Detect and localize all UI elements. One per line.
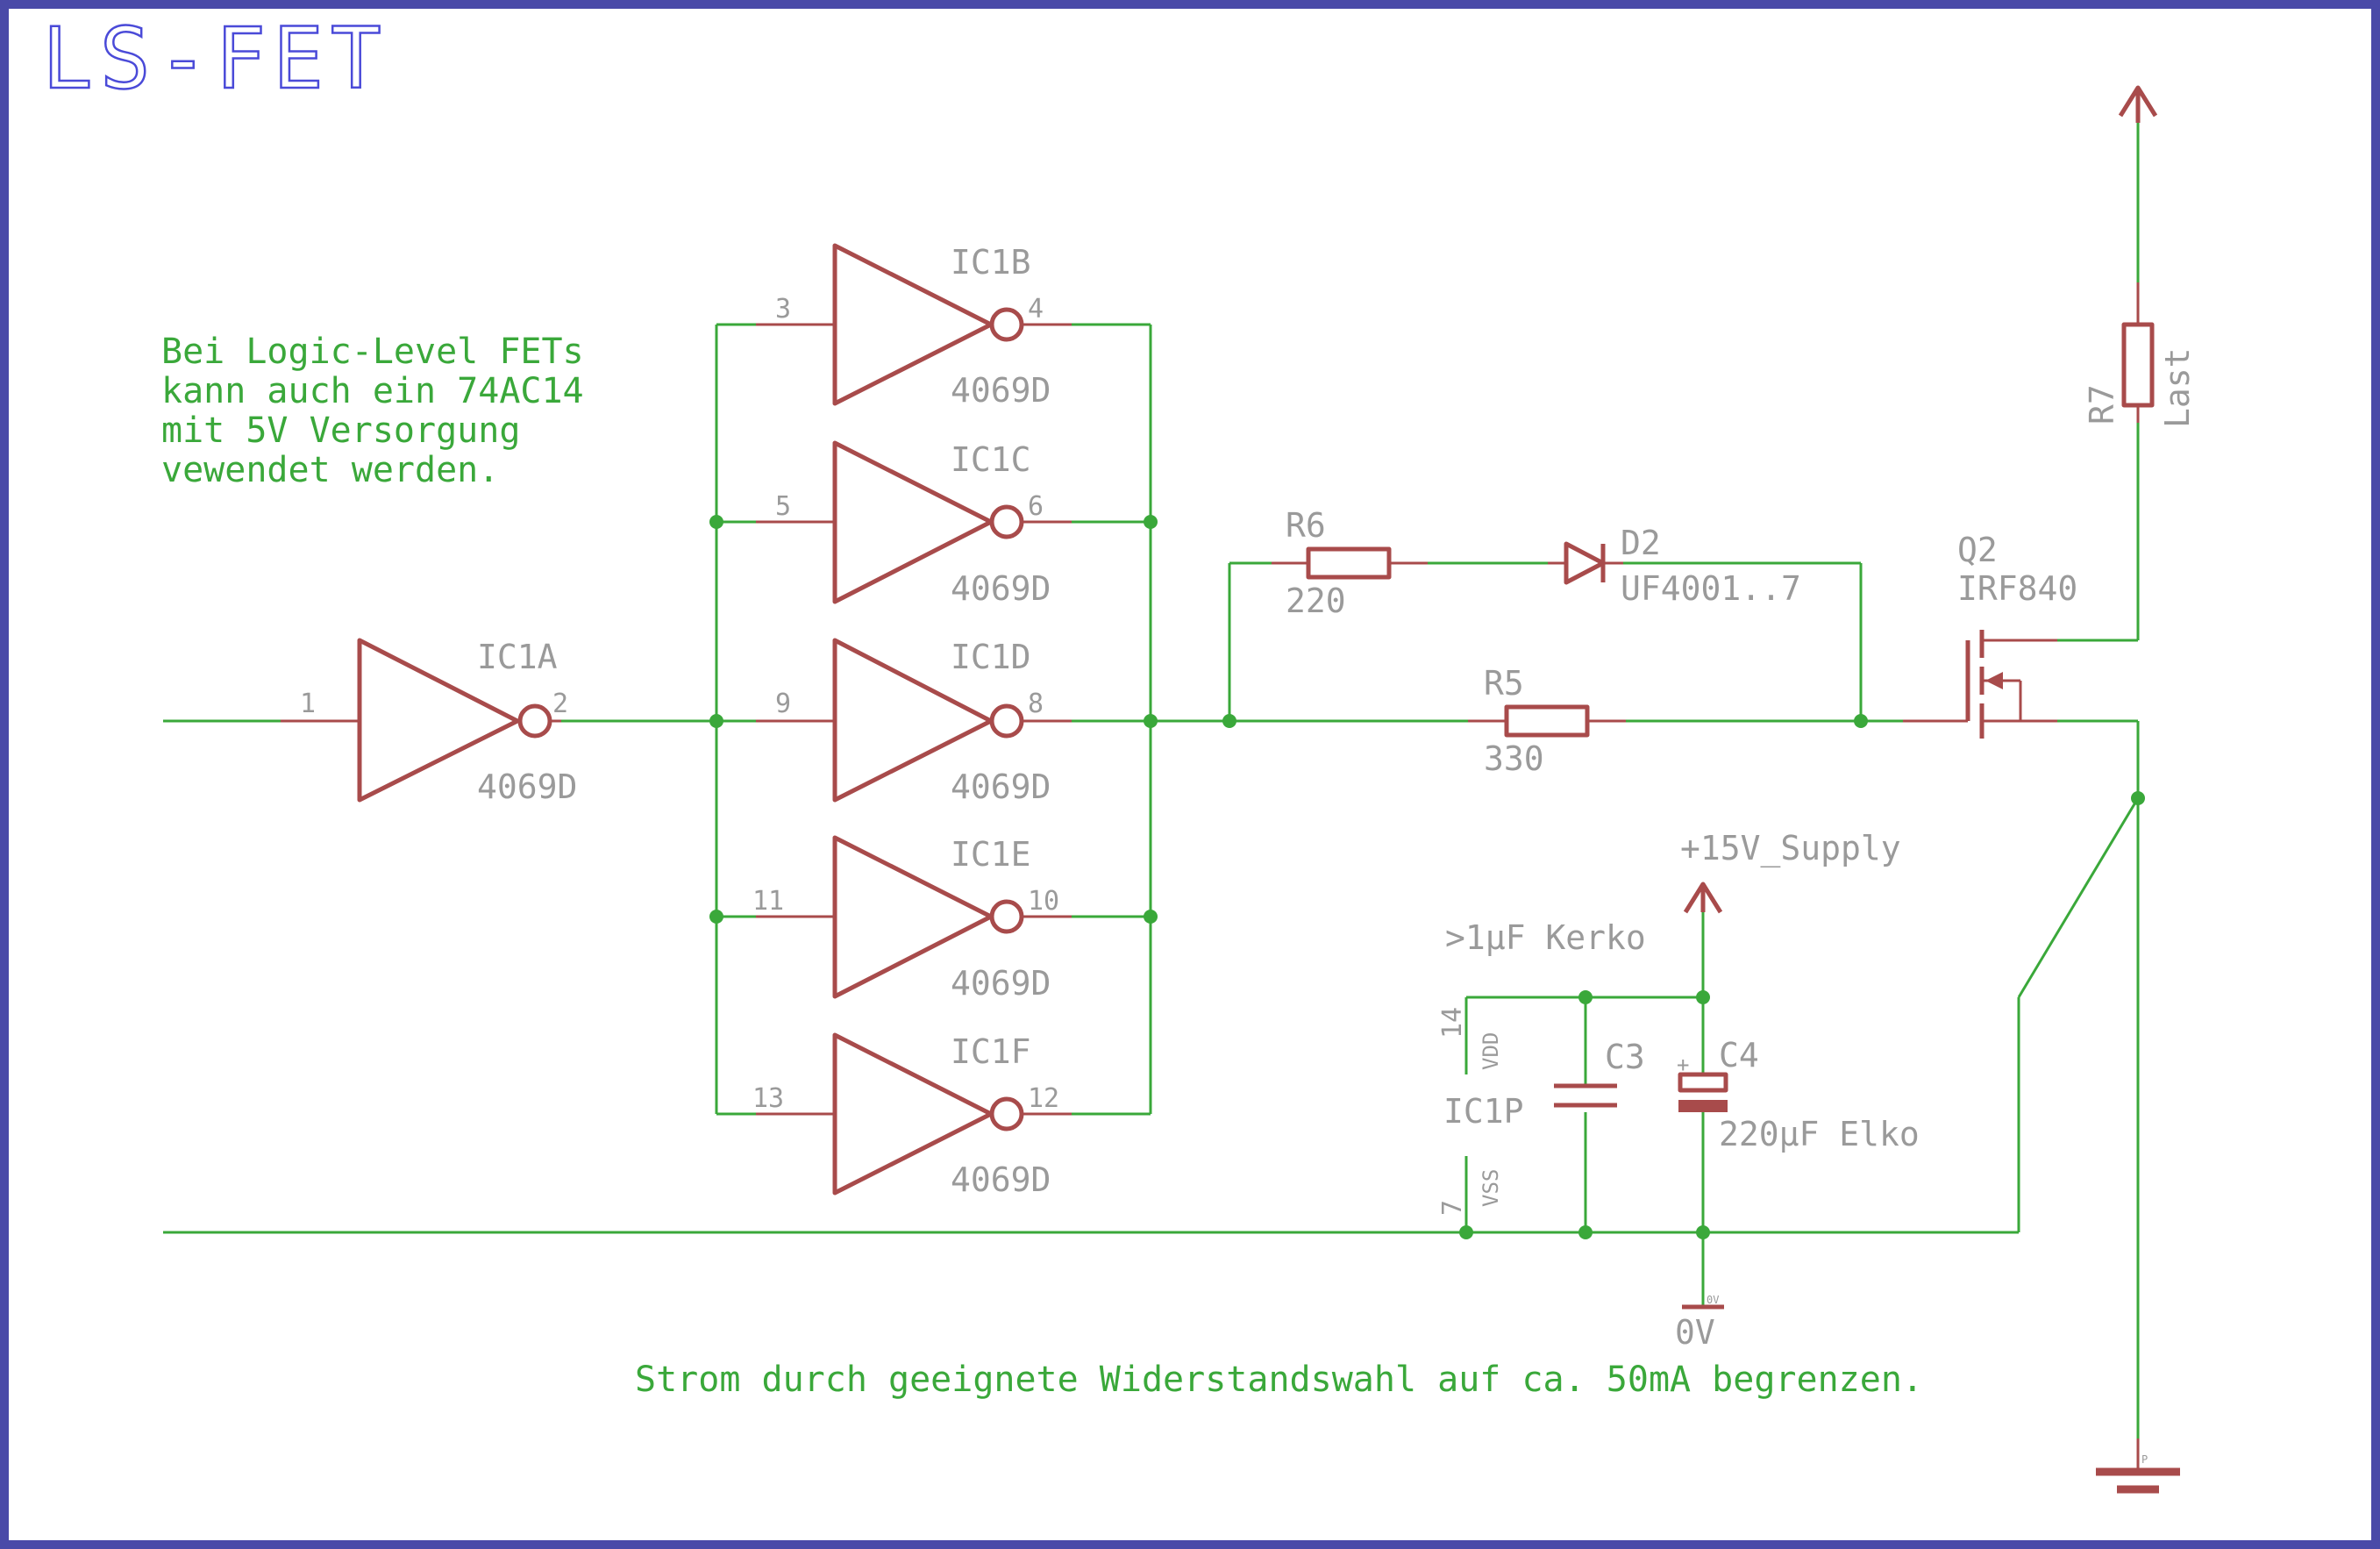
pin-in: 3: [775, 294, 791, 325]
resistor-r5: R5 330: [1468, 664, 1626, 778]
resistor-label: R7: [2083, 384, 2121, 425]
ic1p-power: IC1P 14 VDD 7 VSS: [1437, 1007, 1524, 1216]
pin-out: 12: [1028, 1083, 1059, 1114]
note-current-limit: Strom durch geeignete Widerstandswahl au…: [635, 1360, 1923, 1400]
pin-out: 4: [1028, 294, 1044, 325]
resistor-value: 330: [1484, 739, 1544, 778]
diode-d2: D2 UF4001..7: [1548, 524, 1801, 608]
inverter-value: 4069D: [951, 371, 1051, 410]
inverter-ic1c: IC1C 4069D 5 6: [756, 440, 1072, 608]
ic1p-vdd: VDD: [1479, 1032, 1503, 1070]
junctions: [709, 515, 2145, 1239]
diode-value: UF4001..7: [1621, 569, 1801, 608]
capacitor-polarity: +: [1677, 1053, 1689, 1077]
inverter-label: IC1A: [477, 638, 558, 676]
inverter-value: 4069D: [951, 1160, 1051, 1199]
inverter-label: IC1F: [951, 1032, 1031, 1071]
inverter-ic1a: IC1A 4069D 1 2: [281, 638, 577, 806]
note-logic-level-3: mit 5V Versorgung: [161, 410, 520, 451]
inverter-ic1d: IC1D 4069D 9 8: [756, 638, 1072, 806]
resistor-label: R5: [1484, 664, 1524, 703]
sheet-title: LS-FET: [42, 10, 388, 108]
resistor-label: R6: [1286, 506, 1326, 545]
supply-15v: +15V_Supply: [1680, 829, 1901, 914]
note-logic-level-4: vewendet werden.: [161, 450, 499, 490]
wires: [163, 123, 2140, 1456]
pin-in: 13: [752, 1083, 784, 1114]
inverter-value: 4069D: [477, 767, 577, 806]
mosfet-label: Q2: [1957, 531, 1998, 569]
pin-out: 10: [1028, 886, 1059, 917]
pin-in: 5: [775, 491, 791, 522]
supply-label: +15V_Supply: [1680, 829, 1901, 868]
load-supply-arrow: [2118, 85, 2158, 123]
ground-label: 0V: [1675, 1313, 1715, 1352]
inverter-value: 4069D: [951, 767, 1051, 806]
resistor-value: 220: [1286, 582, 1346, 620]
note-logic-level-1: Bei Logic-Level FETs: [161, 332, 584, 372]
pin-in: 9: [775, 689, 791, 719]
inverter-ic1e: IC1E 4069D 11 10: [752, 835, 1072, 1003]
pin-out: 2: [552, 689, 568, 719]
capacitor-note: >1µF Kerko: [1445, 918, 1646, 957]
ground-tiny: 0V: [1707, 1294, 1719, 1306]
pin-out: 8: [1028, 689, 1044, 719]
ground-tiny: P: [2141, 1453, 2148, 1466]
ic1p-pin-vdd: 14: [1437, 1007, 1468, 1039]
pin-out: 6: [1028, 491, 1044, 522]
diode-label: D2: [1621, 524, 1661, 562]
capacitor-c4: + C4 220µF Elko: [1677, 1036, 1920, 1153]
mosfet-q2: Q2 IRF840: [1903, 531, 2077, 739]
inverter-label: IC1C: [951, 440, 1031, 479]
capacitor-c3: C3 >1µF Kerko: [1445, 918, 1646, 1108]
pin-in: 11: [752, 886, 784, 917]
inverter-label: IC1B: [951, 243, 1031, 282]
inverter-label: IC1D: [951, 638, 1031, 676]
mosfet-value: IRF840: [1957, 569, 2077, 608]
ground-0v: 0V 0V: [1675, 1294, 1724, 1352]
note-logic-level-2: kann auch ein 74AC14: [161, 371, 584, 411]
pin-in: 1: [300, 689, 316, 719]
inverter-value: 4069D: [951, 964, 1051, 1003]
ic1p-pin-vss: 7: [1437, 1200, 1468, 1216]
inverter-ic1b: IC1B 4069D 3 4: [756, 243, 1072, 410]
ic1p-label: IC1P: [1443, 1092, 1524, 1131]
inverter-ic1f: IC1F 4069D 13 12: [752, 1032, 1072, 1199]
inverter-label: IC1E: [951, 835, 1031, 874]
capacitor-label: C3: [1605, 1038, 1645, 1076]
capacitor-note: 220µF Elko: [1719, 1115, 1920, 1153]
inverter-value: 4069D: [951, 569, 1051, 608]
resistor-value: Last: [2158, 347, 2197, 428]
ic1p-vss: VSS: [1479, 1169, 1503, 1207]
ground-power: P: [2096, 1438, 2180, 1494]
resistor-r6: R6 220: [1272, 506, 1428, 620]
capacitor-label: C4: [1719, 1036, 1759, 1074]
resistor-r7: R7 Last: [2083, 282, 2197, 428]
